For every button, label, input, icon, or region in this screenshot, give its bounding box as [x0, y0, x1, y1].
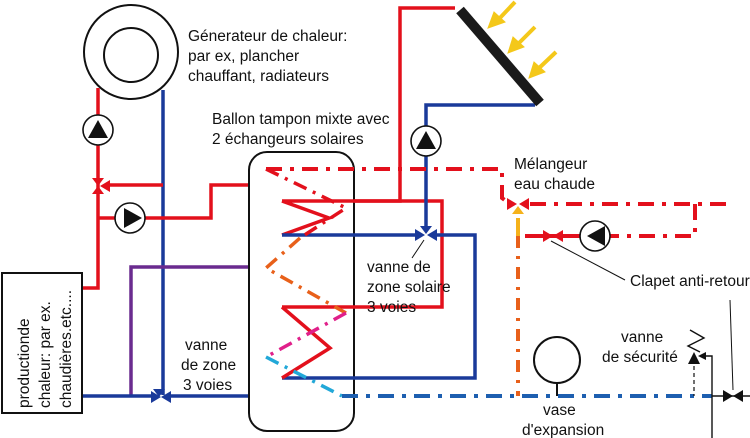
generator-label: Génerateur de chaleur: par ex, plancher …: [188, 28, 347, 85]
solar-valve-label-line1: vanne de: [367, 259, 431, 276]
safety-valve-label: vanne de sécurité: [602, 329, 678, 366]
boiler-box: productionde chaleur: par ex. chaudières…: [1, 272, 83, 414]
upper-solar-coil: [281, 6, 455, 237]
expansion-label-line1: vase: [543, 402, 576, 419]
solar-3way-valve-icon[interactable]: [415, 226, 437, 241]
boiler-label-line2: chaleur: par ex.: [37, 301, 54, 408]
buffer-tank: [248, 151, 355, 432]
solar-valve-label-line2: zone solaire: [367, 279, 451, 296]
generator-3way-valve-icon[interactable]: [92, 178, 110, 194]
recirc-dashed-line: [610, 204, 697, 238]
solar-collector-icon: [456, 6, 544, 107]
boiler-loop-pump-icon[interactable]: [114, 202, 146, 234]
heat-generator: [83, 4, 179, 100]
mixer-valve-icon[interactable]: [507, 198, 529, 214]
generator-supply-pipe: [82, 88, 100, 290]
tank-label-line1: Ballon tampon mixte avec: [212, 111, 390, 128]
mixer-label-line1: Mélangeur: [514, 156, 587, 173]
zone-valve-label: vanne de zone 3 voies: [181, 337, 236, 394]
safety-valve-icon[interactable]: [686, 329, 713, 438]
safety-valve-label-line2: de sécurité: [602, 349, 678, 366]
check-valve-icon[interactable]: [543, 230, 563, 242]
solar-return-pipe: [282, 233, 477, 380]
tank-coil-dashed-red: [265, 167, 350, 240]
mixer-label-line2: eau chaude: [514, 176, 595, 193]
dhw-recirc-pump-icon[interactable]: [579, 220, 611, 252]
tank-coil-dashed-orange: [262, 236, 347, 315]
check-valve-leader-2: [729, 299, 734, 391]
zone-valve-label-line2: de zone: [181, 357, 236, 374]
safety-valve-label-line1: vanne: [621, 329, 663, 346]
tank-label: Ballon tampon mixte avec 2 échangeurs so…: [212, 111, 390, 148]
upper-coil-outlet: [282, 199, 444, 309]
solar-valve-leader: [411, 239, 425, 259]
sun-rays-icon: [487, 0, 558, 79]
tank-supply-pipe: [98, 183, 250, 220]
solar-valve-label: vanne de zone solaire 3 voies: [367, 259, 451, 316]
hot-water-dashed-line: [266, 167, 512, 206]
zone-valve-label-line1: vanne: [185, 337, 227, 354]
solar-collector-return: [424, 103, 535, 228]
zone-valve-label-line3: 3 voies: [183, 377, 232, 394]
mixer-label: Mélangeur eau chaude: [514, 156, 595, 193]
boiler-label-line3: chaudières.etc....: [58, 290, 75, 408]
expansion-vessel-icon: [533, 336, 581, 396]
tank-label-line2: 2 échangeurs solaires: [212, 131, 364, 148]
boiler-label-line1: productionde: [16, 318, 33, 408]
solar-valve-label-line3: 3 voies: [367, 299, 416, 316]
generator-label-line1: Génerateur de chaleur:: [188, 28, 347, 45]
expansion-label: vase d'expansion: [522, 402, 604, 438]
generator-pump-icon[interactable]: [82, 114, 114, 146]
solar-pump-icon[interactable]: [410, 125, 442, 157]
generator-label-line2: par ex, plancher: [188, 48, 299, 65]
expansion-label-line2: d'expansion: [522, 422, 604, 438]
lower-solar-coil: [280, 305, 333, 380]
inlet-valve-icon[interactable]: [712, 390, 750, 402]
tank-coil-dashed-magenta: [265, 311, 347, 359]
zone-3way-valve-icon[interactable]: [151, 389, 171, 403]
check-valve-leader: [550, 240, 626, 281]
mixed-water-pipe: [129, 265, 250, 395]
check-valve-label: Clapet anti-retour: [630, 273, 750, 290]
tank-coil-dashed-cyan: [265, 355, 343, 398]
generator-label-line3: chauffant, radiateurs: [188, 68, 329, 85]
